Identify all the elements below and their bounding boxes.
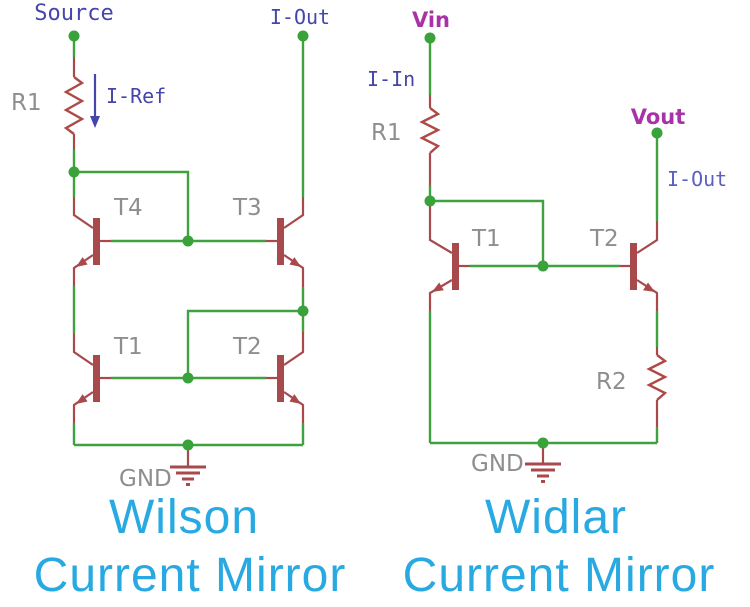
widlar-nodeC xyxy=(424,195,436,207)
widlar-t2-emitter-arrow-icon xyxy=(643,282,655,292)
widlar-gnd-symbol-icon xyxy=(525,443,561,483)
widlar-t2-designator: T2 xyxy=(589,226,619,252)
wilson-junction-nodes xyxy=(68,30,309,451)
wilson-transistor-t2 xyxy=(266,332,305,423)
t4-collector-lead xyxy=(72,197,94,229)
iref-arrow-head-icon xyxy=(90,116,100,128)
wilson-gnd-node xyxy=(182,439,194,451)
figure-titles: Wilson Current Mirror Widlar Current Mir… xyxy=(34,491,716,602)
widlar-t2-collector-lead xyxy=(636,221,659,254)
widlar-vin-node xyxy=(424,32,436,44)
t1-emitter-arrow-icon xyxy=(76,394,88,404)
wilson-resistor-r1 xyxy=(63,57,85,150)
wilson-t3-designator: T3 xyxy=(232,195,262,221)
wilson-title-line1: Wilson xyxy=(109,491,259,544)
wilson-bottom-base-node xyxy=(182,372,194,384)
wilson-r1-zigzag xyxy=(63,76,85,135)
wilson-r1-designator: R1 xyxy=(11,90,42,116)
widlar-resistor-r1 xyxy=(419,95,441,185)
wilson-t2-designator: T2 xyxy=(232,334,262,360)
t4-emitter-lead xyxy=(72,254,94,286)
widlar-vin-label: Vin xyxy=(412,8,450,32)
widlar-t1-emitter-arrow-icon xyxy=(432,282,444,292)
t2-emitter-arrow-icon xyxy=(289,394,301,404)
wilson-circuit: Source I-Out I-Ref R1 T4 T3 T1 T2 GND xyxy=(11,1,330,492)
widlar-t2-emitter-lead xyxy=(636,279,659,311)
widlar-r2-zigzag xyxy=(646,354,668,401)
wilson-t1-designator: T1 xyxy=(113,334,143,360)
widlar-r1-designator: R1 xyxy=(371,120,402,146)
widlar-r2-designator: R2 xyxy=(596,369,627,395)
widlar-circuit: Vin I-In R1 Vout I-Out T1 T2 R2 GND xyxy=(367,8,727,483)
wilson-iref-label: I-Ref xyxy=(106,84,166,108)
widlar-junction-nodes xyxy=(424,32,663,449)
t4-base-bar xyxy=(93,218,100,265)
t1-emitter-lead xyxy=(72,391,94,423)
widlar-t1-emitter-lead xyxy=(428,279,453,311)
wilson-transistor-t3 xyxy=(266,197,305,287)
widlar-base-node xyxy=(537,260,549,272)
widlar-t1-base-bar xyxy=(452,243,459,290)
wilson-nodeA-to-base-wire xyxy=(74,170,190,241)
wilson-nodeA xyxy=(68,166,80,178)
t1-base-bar xyxy=(93,355,100,402)
widlar-iout-label: I-Out xyxy=(667,167,727,191)
wilson-top-base-node xyxy=(182,235,194,247)
wilson-transistor-t4 xyxy=(72,197,111,286)
wilson-nodeB xyxy=(297,305,309,317)
widlar-t2-base-bar xyxy=(630,243,637,290)
widlar-vout-node xyxy=(651,127,663,139)
wilson-title-line2: Current Mirror xyxy=(34,549,347,602)
widlar-title-line2: Current Mirror xyxy=(403,549,716,602)
t2-emitter-lead xyxy=(283,391,305,423)
t2-base-bar xyxy=(277,355,284,402)
wilson-transistor-t1 xyxy=(72,334,111,423)
widlar-gnd-node xyxy=(537,437,549,449)
widlar-gnd-label: GND xyxy=(471,451,524,477)
wilson-iref-arrow xyxy=(90,74,100,128)
widlar-t1-collector-lead xyxy=(428,206,453,254)
widlar-transistor-t1 xyxy=(428,206,470,311)
t4-emitter-arrow-icon xyxy=(76,257,88,267)
t3-emitter-lead xyxy=(283,254,305,287)
widlar-nodeC-to-base-wire xyxy=(430,199,545,266)
wilson-gnd-label: GND xyxy=(119,466,172,492)
widlar-vout-label: Vout xyxy=(631,105,686,129)
wilson-t4-designator: T4 xyxy=(113,195,143,221)
wilson-source-node xyxy=(68,30,80,42)
wilson-source-label: Source xyxy=(34,1,113,26)
t1-collector-lead xyxy=(72,334,94,366)
t3-collector-lead xyxy=(283,197,305,229)
t3-emitter-arrow-icon xyxy=(289,257,301,267)
t2-collector-lead xyxy=(283,332,305,366)
widlar-t1-designator: T1 xyxy=(471,226,501,252)
widlar-iin-label: I-In xyxy=(367,67,415,91)
widlar-title-line1: Widlar xyxy=(485,491,627,544)
t3-base-bar xyxy=(277,218,284,265)
wilson-nodeB-to-base-wire xyxy=(186,309,303,378)
widlar-r1-zigzag xyxy=(419,107,441,154)
wilson-gnd-symbol-icon xyxy=(170,445,206,486)
wilson-iout-label: I-Out xyxy=(270,5,330,29)
wilson-iout-node xyxy=(297,30,309,42)
widlar-transistor-t2 xyxy=(620,221,659,311)
widlar-resistor-r2 xyxy=(646,347,668,427)
